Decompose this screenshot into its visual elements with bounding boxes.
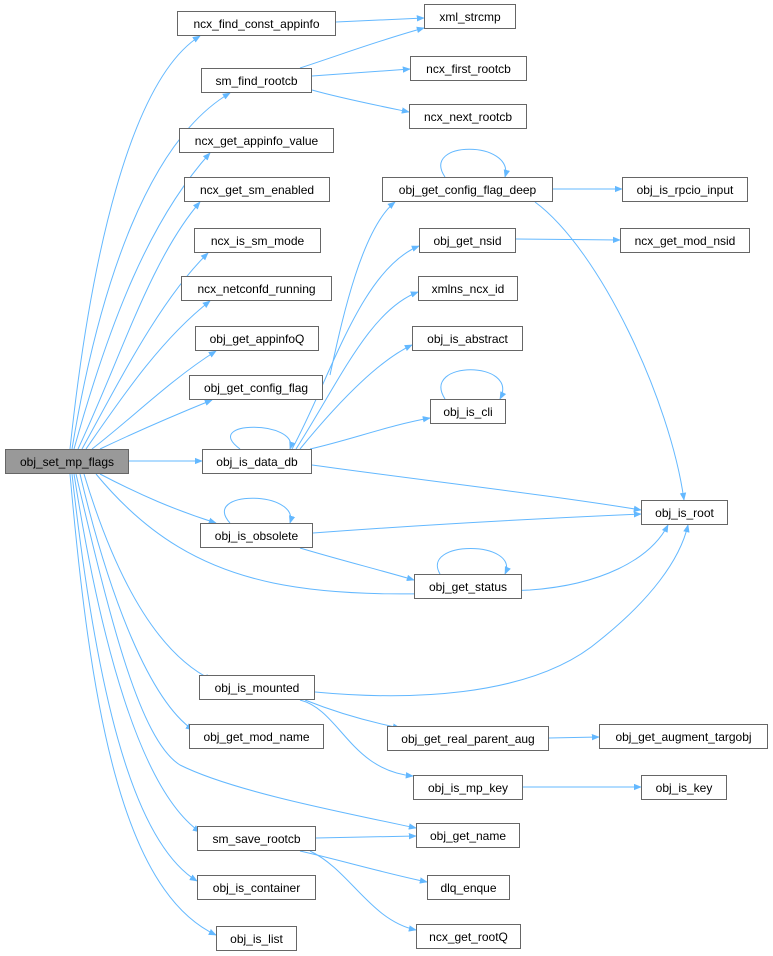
node-ncx-find-const-appinfo[interactable]: ncx_find_const_appinfo [177, 11, 336, 36]
node-xmlns-ncx-id[interactable]: xmlns_ncx_id [418, 276, 518, 301]
edge-data-db-obj-is-root [311, 464, 642, 512]
node-ncx-get-appinfo-value[interactable]: ncx_get_appinfo_value [179, 128, 334, 153]
node-ncx-is-sm-mode[interactable]: ncx_is_sm_mode [194, 228, 321, 253]
node-obj-get-augment-targobj[interactable]: obj_get_augment_targobj [599, 724, 768, 749]
edge-obj-is-cli-self [440, 369, 507, 400]
node-xml-strcmp[interactable]: xml_strcmp [424, 4, 516, 29]
edge-config-flag-deep-obj-is-root [534, 201, 687, 501]
edge-sm-save-rootcb-ncx-get-rootq [309, 850, 417, 932]
edge-data-db-obj-get-nsid [291, 245, 420, 450]
node-ncx-get-mod-nsid[interactable]: ncx_get_mod_nsid [620, 228, 750, 253]
edge-root-obj-get-real-parent-aug [75, 473, 417, 830]
edge-sm-find-rootcb-xml-strcmp [299, 26, 425, 69]
edge-root-sm-save-rootcb [73, 473, 201, 833]
node-ncx-first-rootcb[interactable]: ncx_first_rootcb [410, 56, 527, 81]
node-obj-is-abstract[interactable]: obj_is_abstract [412, 326, 523, 351]
edge-root-obj-is-obsolete [99, 473, 217, 524]
edge-obsolete-obj-get-status [299, 547, 415, 582]
edge-obsolete-obj-is-root [312, 511, 642, 534]
node-obj-is-cli[interactable]: obj_is_cli [430, 399, 506, 424]
edge-data-db-xmlns-ncx-id [295, 291, 419, 450]
node-obj-get-status[interactable]: obj_get_status [414, 574, 522, 599]
edge-sm-find-rootcb-first-rootcb [311, 66, 411, 77]
node-ncx-get-sm-enabled[interactable]: ncx_get_sm_enabled [184, 177, 330, 202]
edge-root-obj-is-container [71, 473, 198, 882]
node-obj-get-mod-name[interactable]: obj_get_mod_name [189, 724, 324, 749]
edge-obsolete-self [223, 497, 296, 524]
node-ncx-get-rootq[interactable]: ncx_get_rootQ [416, 924, 521, 949]
edge-sm-find-rootcb-next-rootcb [311, 89, 410, 114]
node-obj-get-config-flag-deep[interactable]: obj_get_config_flag_deep [382, 177, 553, 202]
edge-data-db-obj-is-cli [309, 416, 431, 450]
node-obj-is-mounted[interactable]: obj_is_mounted [199, 675, 315, 700]
edge-root-obj-is-list [69, 473, 217, 936]
edge-find-const-appinfo-xml-strcmp [335, 15, 425, 23]
edge-root-ncx-find-const-appinfo [69, 35, 201, 450]
edge-root-obj-get-mod-name [79, 473, 194, 731]
node-obj-is-data-db[interactable]: obj_is_data_db [202, 449, 312, 474]
node-ncx-next-rootcb[interactable]: ncx_next_rootcb [409, 104, 527, 129]
node-obj-set-mp-flags[interactable]: obj_set_mp_flags [5, 449, 129, 474]
node-obj-get-real-parent-aug[interactable]: obj_get_real_parent_aug [387, 726, 549, 751]
edge-root-sm-find-rootcb [71, 92, 231, 450]
node-obj-get-appinfoq[interactable]: obj_get_appinfoQ [195, 326, 319, 351]
edge-obj-get-status-self [436, 548, 511, 575]
node-obj-is-root[interactable]: obj_is_root [641, 500, 728, 525]
edge-root-ncx-netconfd-running [85, 300, 211, 450]
node-sm-find-rootcb[interactable]: sm_find_rootcb [201, 68, 312, 93]
edge-root-ncx-is-sm-mode [81, 252, 209, 450]
edge-mounted-obj-is-mp-key [299, 699, 414, 779]
edge-root-obj-is-root [95, 473, 669, 595]
node-obj-get-nsid[interactable]: obj_get_nsid [419, 228, 516, 253]
node-sm-save-rootcb[interactable]: sm_save_rootcb [197, 826, 316, 851]
node-obj-is-container[interactable]: obj_is_container [197, 875, 316, 900]
edge-data-db-obj-is-abstract [299, 344, 413, 450]
edge-config-flag-deep [329, 201, 396, 376]
node-obj-is-mp-key[interactable]: obj_is_mp_key [413, 775, 523, 800]
node-obj-is-obsolete[interactable]: obj_is_obsolete [200, 523, 313, 548]
node-ncx-netconfd-running[interactable]: ncx_netconfd_running [181, 276, 332, 301]
edge-sm-save-rootcb-dlq-enque [299, 850, 428, 884]
node-obj-is-key[interactable]: obj_is_key [641, 775, 727, 800]
edge-root-obj-is-mounted [83, 473, 213, 681]
edge-mounted-real-parent-aug [304, 699, 401, 730]
node-obj-is-rpcio-input[interactable]: obj_is_rpcio_input [622, 177, 748, 202]
node-obj-get-config-flag[interactable]: obj_get_config_flag [189, 375, 323, 400]
edge-data-db-self [230, 426, 296, 450]
edge-root-ncx-get-sm-enabled [77, 201, 201, 450]
edge-config-flag-deep-self [440, 148, 510, 178]
node-obj-is-list[interactable]: obj_is_list [216, 926, 297, 951]
edge-sm-save-rootcb-obj-get-name [315, 832, 417, 840]
edge-obj-get-nsid-mod-nsid [515, 236, 621, 244]
edge-root-obj-get-appinfoq [91, 350, 217, 450]
node-dlq-enque[interactable]: dlq_enque [427, 875, 510, 900]
node-obj-get-name[interactable]: obj_get_name [416, 823, 520, 848]
edge-root-obj-get-config-flag [99, 399, 213, 450]
edge-mounted-obj-is-root [314, 524, 690, 697]
edge-real-parent-aug-targobj [548, 733, 600, 741]
